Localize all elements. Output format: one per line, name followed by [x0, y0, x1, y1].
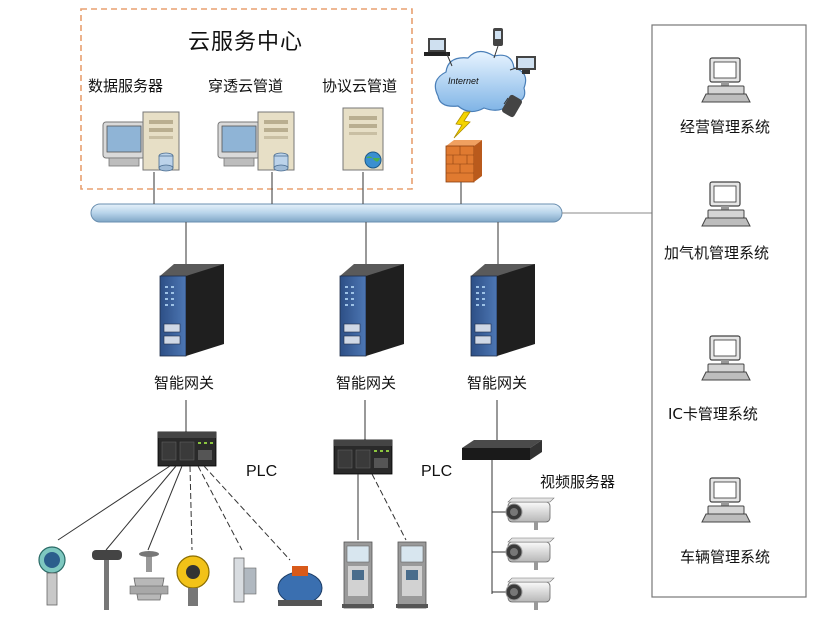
phone-device-icon [493, 28, 503, 46]
dispenser-links [357, 473, 407, 541]
side-system-label-dispenser: 加气机管理系统 [664, 244, 770, 262]
side-system-label-business: 经营管理系统 [680, 118, 771, 136]
internet-label: Internet [448, 76, 479, 86]
camera-links [491, 460, 508, 594]
gateway-device-icon [339, 263, 405, 357]
plc-mid-icon [333, 439, 393, 475]
laptop-device-icon [424, 38, 450, 56]
pump-icon [277, 566, 323, 606]
monitor-device-icon [516, 56, 536, 74]
video-server-icon [462, 440, 542, 460]
sensor-links [57, 465, 291, 561]
gateway-label-3: 智能网关 [467, 374, 528, 392]
camera-icon [505, 537, 555, 571]
tunnel-server-icon [217, 111, 295, 172]
server-label-tunnel: 穿透云管道 [208, 77, 284, 95]
video-server-label: 视频服务器 [540, 473, 616, 491]
camera-icon [505, 497, 555, 531]
gas-detector-icon [176, 555, 210, 606]
server-label-protocol: 协议云管道 [322, 77, 398, 95]
data-server-icon [102, 111, 180, 172]
gateway-label-1: 智能网关 [154, 374, 215, 392]
gateway-label-2: 智能网关 [336, 374, 397, 392]
level-gauge-icon [233, 557, 257, 603]
side-system-label-vehicle: 车辆管理系统 [680, 548, 771, 566]
handset-device-icon [502, 94, 522, 118]
server-label-data: 数据服务器 [88, 77, 164, 95]
plc-left-icon [157, 431, 217, 467]
gateway-device-icon [470, 263, 536, 357]
camera-icon [505, 577, 555, 611]
cloud-center-boundary [80, 8, 413, 190]
firewall-icon [445, 140, 482, 183]
valve-icon [129, 551, 169, 601]
pressure-transmitter-icon [38, 546, 66, 606]
protocol-server-icon [342, 107, 384, 171]
internet-cloud-icon [434, 50, 527, 113]
temperature-sensor-icon [92, 550, 122, 610]
plc-label-mid: PLC [421, 463, 453, 480]
lightning-icon [453, 111, 471, 139]
dispenser-icon [341, 541, 375, 609]
gateway-device-icon [159, 263, 225, 357]
dispenser-icon [395, 541, 429, 609]
side-system-label-iccard: IC卡管理系统 [668, 405, 758, 423]
network-bus [90, 203, 563, 223]
cloud-center-title: 云服务中心 [188, 30, 304, 55]
plc-label-left: PLC [246, 463, 278, 480]
